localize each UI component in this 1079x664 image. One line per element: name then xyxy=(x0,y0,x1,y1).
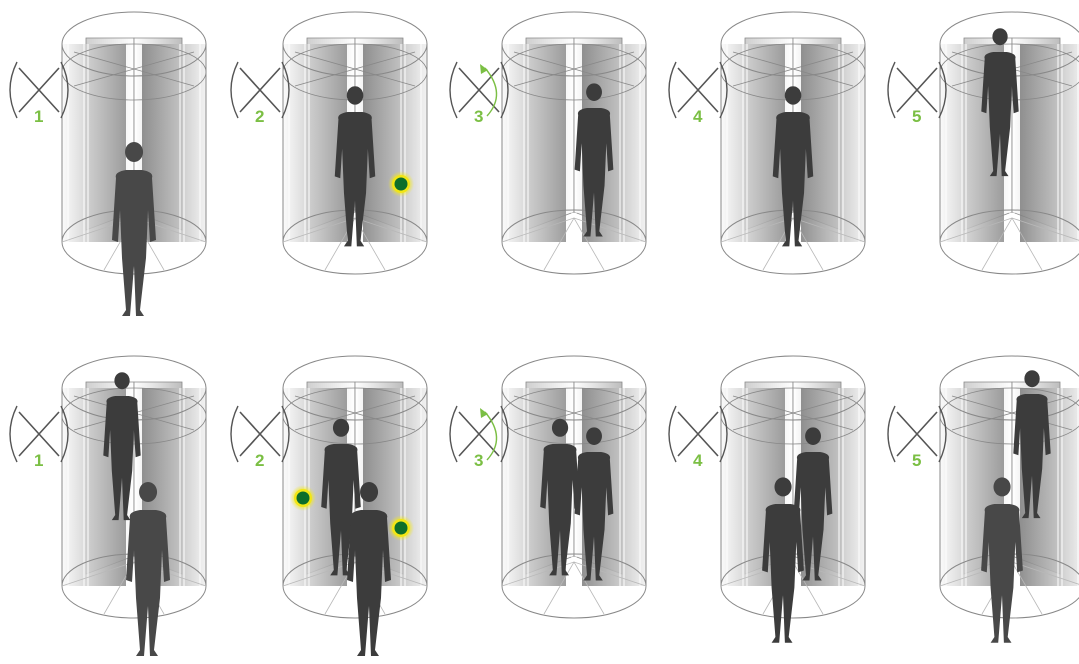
step-3-door: 3 xyxy=(450,12,646,274)
step-number: 5 xyxy=(912,451,921,470)
step-number: 5 xyxy=(912,107,921,126)
step-number: 1 xyxy=(34,451,43,470)
step-number: 4 xyxy=(693,451,703,470)
step-number: 1 xyxy=(34,107,43,126)
two-person-sequence-row: 1 2 3 4 5 xyxy=(10,356,1079,656)
sensor-light-left xyxy=(297,492,310,505)
step-5-door: 5 xyxy=(888,356,1079,643)
step-4-door: 4 xyxy=(669,12,865,274)
step-2-door: 2 xyxy=(231,12,427,274)
sensor-light-right xyxy=(395,178,408,191)
step-3-door: 3 xyxy=(450,356,646,618)
step-4-door: 4 xyxy=(669,356,865,643)
step-number: 2 xyxy=(255,107,264,126)
step-number: 2 xyxy=(255,451,264,470)
sensor-light-right xyxy=(395,522,408,535)
step-1-door: 1 xyxy=(10,356,206,656)
step-5-door: 5 xyxy=(888,12,1079,274)
step-2-door: 2 xyxy=(231,356,427,656)
single-person-sequence-row: 1 2 3 4 5 xyxy=(10,12,1079,316)
step-number: 3 xyxy=(474,451,483,470)
step-1-door: 1 xyxy=(10,12,206,316)
step-number: 3 xyxy=(474,107,483,126)
step-number: 4 xyxy=(693,107,703,126)
